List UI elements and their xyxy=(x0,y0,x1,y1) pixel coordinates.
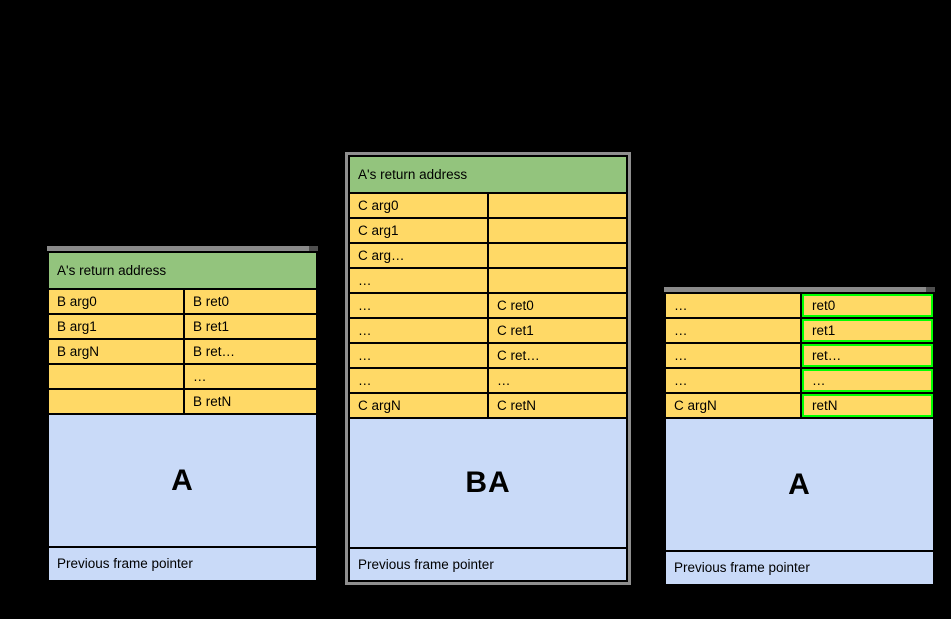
stack-cell-right xyxy=(489,269,626,292)
selection-handle-bar xyxy=(47,246,318,251)
stack-cell-left: … xyxy=(350,344,487,367)
selection-handle-end xyxy=(309,246,318,251)
stack-cell-left: B arg1 xyxy=(49,315,183,338)
stack-cell-left: B arg0 xyxy=(49,290,183,313)
stack-cell-right: B ret0 xyxy=(185,290,316,313)
previous-frame-pointer-cell: Previous frame pointer xyxy=(350,549,626,580)
stack-row: C arg0 xyxy=(350,194,626,217)
stack-row: B retN xyxy=(49,390,316,413)
stack-row: … C ret… xyxy=(350,344,626,367)
stack-row: B arg1 B ret1 xyxy=(49,315,316,338)
stack-row: … … xyxy=(350,369,626,392)
stack-cell-left: C arg0 xyxy=(350,194,487,217)
stack-cell-left: … xyxy=(350,369,487,392)
stack-cell-right: C ret0 xyxy=(489,294,626,317)
stack-row: … ret0 xyxy=(666,294,933,317)
stack-row: … xyxy=(350,269,626,292)
stack-cell-right: B ret… xyxy=(185,340,316,363)
stack-row: C argN C retN xyxy=(350,394,626,417)
stack-cell-right: B retN xyxy=(185,390,316,413)
stack-cell-right xyxy=(489,194,626,217)
stack-table: … ret0 … ret1 … ret… … … C argN retN A P… xyxy=(664,292,935,586)
stack-table: A's return address B arg0 B ret0 B arg1 … xyxy=(47,251,318,582)
stack-diagram-right: … ret0 … ret1 … ret… … … C argN retN A P… xyxy=(664,287,935,586)
stack-cell-left: … xyxy=(666,294,800,317)
stack-row: C arg1 xyxy=(350,219,626,242)
previous-frame-pointer-cell: Previous frame pointer xyxy=(666,552,933,584)
stack-cell-right-highlighted: … xyxy=(802,369,933,392)
stack-cell-right: … xyxy=(489,369,626,392)
stack-cell-left: … xyxy=(666,369,800,392)
stack-cell-right xyxy=(489,219,626,242)
stack-cell-left: … xyxy=(350,294,487,317)
stack-cell-left: C arg1 xyxy=(350,219,487,242)
stack-cell-left: … xyxy=(666,344,800,367)
stack-cell-right: C retN xyxy=(489,394,626,417)
stack-cell-right: … xyxy=(185,365,316,388)
stack-row: … ret… xyxy=(666,344,933,367)
stack-cell-left: … xyxy=(350,269,487,292)
selection-handle-end xyxy=(926,287,935,292)
stack-cell-left xyxy=(49,390,183,413)
frame-label: A xyxy=(666,419,933,550)
stack-cell-right: C ret… xyxy=(489,344,626,367)
stack-cell-left: … xyxy=(350,319,487,342)
stack-row: … ret1 xyxy=(666,319,933,342)
stack-row: … xyxy=(49,365,316,388)
stack-cell-left: C argN xyxy=(350,394,487,417)
stack-cell-right-highlighted: retN xyxy=(802,394,933,417)
stack-row: … … xyxy=(666,369,933,392)
stack-cell-right xyxy=(489,244,626,267)
previous-frame-pointer-cell: Previous frame pointer xyxy=(49,548,316,580)
stack-diagram-middle: A's return address C arg0 C arg1 C arg… … xyxy=(345,152,631,585)
stack-cell-left: C argN xyxy=(666,394,800,417)
stack-cell-left xyxy=(49,365,183,388)
stack-cell-right-highlighted: ret… xyxy=(802,344,933,367)
stack-row: C argN retN xyxy=(666,394,933,417)
return-address-cell: A's return address xyxy=(49,253,316,288)
frame-label: A xyxy=(49,415,316,546)
stack-cell-right-highlighted: ret0 xyxy=(802,294,933,317)
return-address-cell: A's return address xyxy=(350,157,626,192)
stack-row: … C ret0 xyxy=(350,294,626,317)
stack-cell-right: C ret1 xyxy=(489,319,626,342)
stack-cell-left: … xyxy=(666,319,800,342)
stack-cell-right-highlighted: ret1 xyxy=(802,319,933,342)
stack-diagram-left: A's return address B arg0 B ret0 B arg1 … xyxy=(47,246,318,582)
stack-table: A's return address C arg0 C arg1 C arg… … xyxy=(348,155,628,582)
stack-row: … C ret1 xyxy=(350,319,626,342)
frame-label: BA xyxy=(350,419,626,547)
stack-cell-left: B argN xyxy=(49,340,183,363)
stack-row: C arg… xyxy=(350,244,626,267)
stack-row: B argN B ret… xyxy=(49,340,316,363)
stack-cell-left: C arg… xyxy=(350,244,487,267)
stack-cell-right: B ret1 xyxy=(185,315,316,338)
selection-handle-bar xyxy=(664,287,935,292)
stack-row: B arg0 B ret0 xyxy=(49,290,316,313)
